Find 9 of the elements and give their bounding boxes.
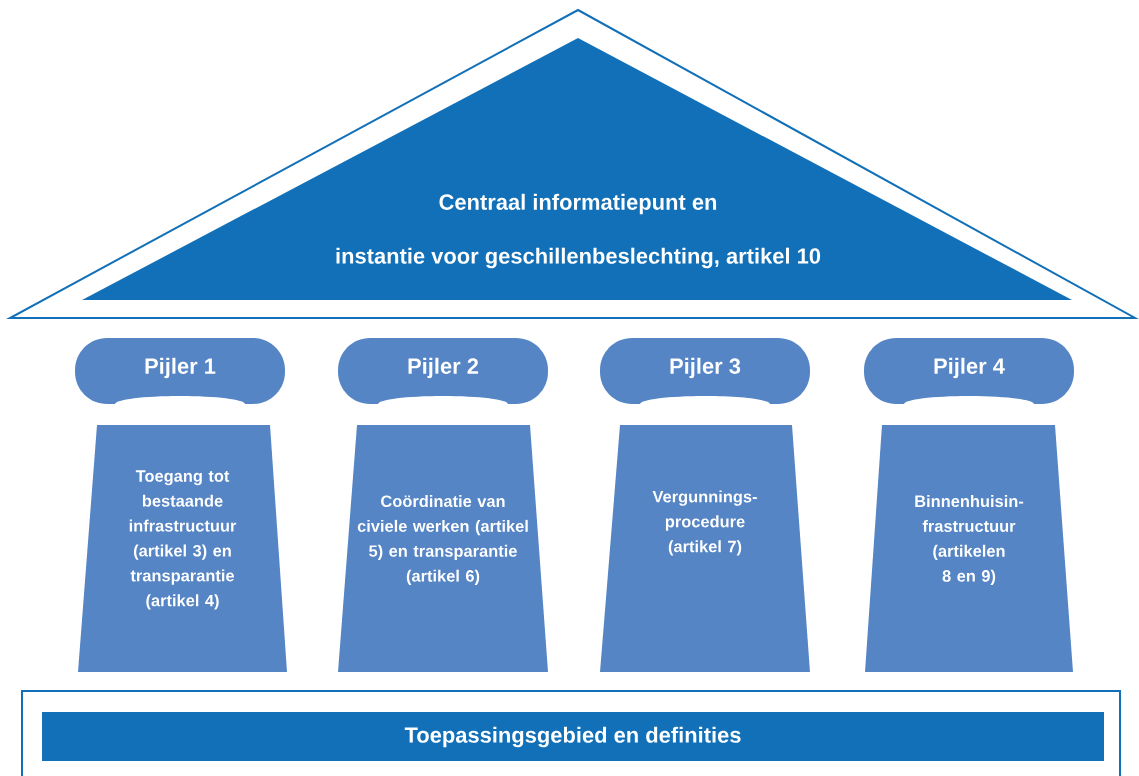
pillar-capital: Pijler 3 <box>600 338 810 412</box>
pillar-shaft: Binnenhuisin- frastructuur (artikelen 8 en 9) <box>865 425 1073 672</box>
base-band: Toepassingsgebied en definities <box>21 690 1121 776</box>
pillar-shaft: Coördinatie van civiele werken (artikel 5) en transparantie (artikel 6) <box>338 425 548 672</box>
pillar-capital: Pijler 1 <box>75 338 285 412</box>
pillar-shaft: Toegang tot bestaande infrastructuur (artikel 3) en transparantie (artikel 4) <box>78 425 287 672</box>
pillar-shaft: Vergunnings- procedure (artikel 7) <box>600 425 810 672</box>
pillar-capital: Pijler 2 <box>338 338 548 412</box>
pillar-capital: Pijler 4 <box>864 338 1074 412</box>
